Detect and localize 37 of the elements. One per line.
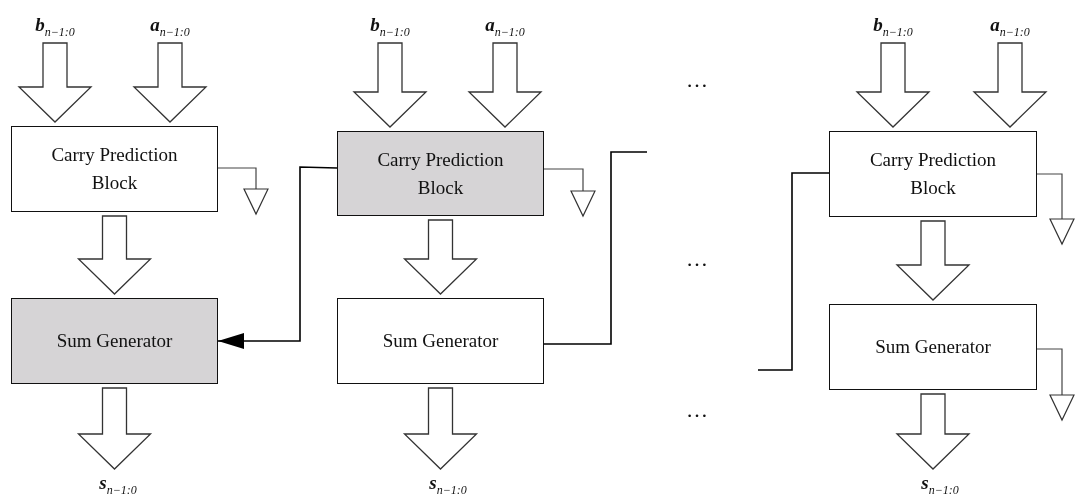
block-box: Carry Prediction Block xyxy=(337,131,544,216)
signal-label: b$_{n−1:0}$ xyxy=(873,14,913,40)
block-arrow xyxy=(972,42,1048,128)
block-arrow xyxy=(17,42,93,123)
block-arrow xyxy=(895,220,971,301)
block-arrow xyxy=(402,219,479,295)
block-arrow xyxy=(855,42,931,128)
block-box: Carry Prediction Block xyxy=(829,131,1037,217)
ellipsis: … xyxy=(686,67,708,93)
signal-label: a$_{n−1:0}$ xyxy=(150,14,190,40)
block-arrow xyxy=(895,393,971,470)
block-arrow xyxy=(467,42,543,128)
signal-label: b$_{n−1:0}$ xyxy=(370,14,410,40)
signal-label: a$_{n−1:0}$ xyxy=(485,14,525,40)
connector-line xyxy=(543,151,648,345)
arrow xyxy=(217,166,338,349)
block-arrow xyxy=(76,215,153,295)
signal-label: b$_{n−1:0}$ xyxy=(35,14,75,40)
ellipsis: … xyxy=(686,246,708,272)
arrow xyxy=(1036,348,1075,421)
block-box: Carry Prediction Block xyxy=(11,126,218,212)
block-box: Sum Generator xyxy=(337,298,544,384)
arrow xyxy=(543,168,596,217)
connector-line xyxy=(757,172,830,371)
block-arrow xyxy=(402,387,479,470)
ellipsis: … xyxy=(686,397,708,423)
signal-label: s$_{n−1:0}$ xyxy=(921,472,959,494)
block-arrow xyxy=(76,387,153,470)
signal-label: s$_{n−1:0}$ xyxy=(429,472,467,494)
arrow xyxy=(217,167,269,215)
signal-label: s$_{n−1:0}$ xyxy=(99,472,137,494)
arrow xyxy=(1036,173,1075,245)
block-box: Sum Generator xyxy=(829,304,1037,390)
block-arrow xyxy=(352,42,428,128)
block-arrow xyxy=(132,42,208,123)
block-box: Sum Generator xyxy=(11,298,218,384)
signal-label: a$_{n−1:0}$ xyxy=(990,14,1030,40)
